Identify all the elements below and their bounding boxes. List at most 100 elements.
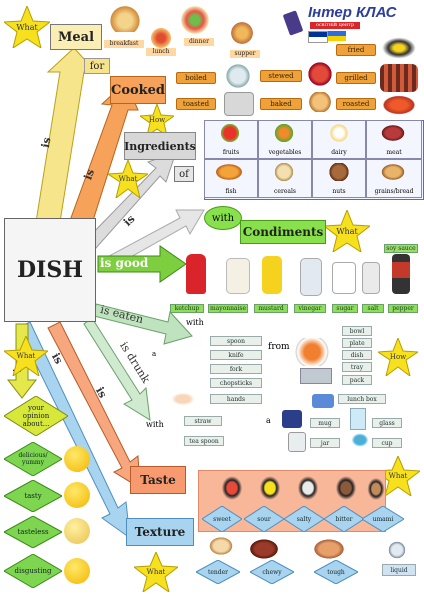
drunk-a-label: a bbox=[266, 416, 271, 425]
brand-sub: освітній центр bbox=[310, 22, 360, 29]
opinion-tasteless: tasteless bbox=[4, 516, 62, 548]
fish-image bbox=[214, 163, 244, 181]
condiment-soy-sauce: soy sauce bbox=[384, 244, 418, 253]
vessel-pack: pack bbox=[342, 375, 372, 385]
supper-image bbox=[228, 22, 256, 44]
is-good-label: is good bbox=[100, 256, 149, 270]
taste-sour: sour bbox=[244, 506, 284, 532]
ingredients-prep: of bbox=[174, 166, 194, 182]
liquid-image bbox=[388, 540, 406, 560]
plate-image bbox=[290, 338, 334, 366]
ingredient-fish: fish bbox=[204, 159, 258, 198]
eaten-from-label: from bbox=[268, 342, 290, 352]
cooked-box: Cooked bbox=[110, 76, 166, 104]
ketchup-image bbox=[186, 254, 206, 294]
what-star-texture: What bbox=[134, 552, 178, 592]
vessel-bowl: bowl bbox=[342, 326, 372, 336]
eat-tool-spoon: spoon bbox=[210, 336, 262, 346]
pan-image bbox=[380, 36, 418, 60]
taste-arrow bbox=[47, 321, 141, 489]
taste-umami: umami bbox=[362, 506, 404, 532]
roast-image bbox=[380, 94, 418, 116]
how-star: How bbox=[140, 104, 174, 136]
eat-tool-fork: fork bbox=[210, 364, 262, 374]
how-star-eaten: How bbox=[378, 338, 418, 376]
ingredient-meat: meat bbox=[366, 120, 422, 159]
meal-item-dinner: dinner bbox=[184, 38, 214, 46]
eaten-arrow bbox=[93, 303, 193, 345]
flag-ua-icon bbox=[328, 31, 346, 41]
hands-image bbox=[170, 392, 196, 406]
drink-tool-tea-spoon: tea spoon bbox=[184, 436, 224, 446]
vessel-plate: plate bbox=[342, 338, 372, 348]
nuts-image bbox=[326, 163, 352, 181]
method-fried: fried bbox=[336, 44, 376, 56]
drunk-arrow bbox=[83, 317, 151, 421]
method-grilled: grilled bbox=[336, 72, 376, 84]
eat-tool-hands: hands bbox=[210, 394, 262, 404]
ingredients-box: Ingredients bbox=[124, 132, 196, 160]
method-stewed: stewed bbox=[260, 70, 302, 82]
tough-image bbox=[312, 538, 346, 560]
what-star-opinion: What bbox=[4, 336, 48, 376]
smiley-happy-icon bbox=[64, 446, 90, 472]
ingredient-dairy: dairy bbox=[312, 120, 366, 159]
glass-image bbox=[350, 408, 366, 430]
texture-liquid: liquid bbox=[382, 564, 416, 576]
method-toasted: toasted bbox=[176, 98, 216, 110]
sugar-image bbox=[332, 262, 356, 294]
baked-image bbox=[306, 92, 334, 112]
condiment-ketchup: ketchup bbox=[170, 304, 204, 313]
condiment-vinegar: vinegar bbox=[294, 304, 326, 313]
texture-chewy: chewy bbox=[250, 560, 294, 584]
dish-label: DISH bbox=[16, 257, 84, 283]
texture-tough: tough bbox=[314, 560, 358, 584]
fruits-image bbox=[218, 124, 242, 142]
brand-logo: Інтер КЛАС освітній центр bbox=[282, 4, 420, 43]
what-star-meal: What bbox=[4, 6, 50, 48]
drink-vessel-jar: jar bbox=[310, 438, 340, 448]
condiment-mayonnaise: mayonnaise bbox=[208, 304, 248, 313]
ingredient-grains: grains/bread bbox=[366, 159, 422, 198]
lunch-image bbox=[148, 28, 174, 48]
mustard-image bbox=[262, 256, 282, 294]
soy-sauce-image bbox=[392, 254, 410, 294]
ingredient-nuts: nuts bbox=[312, 159, 366, 198]
dairy-image bbox=[328, 124, 350, 142]
is-label-meal: is bbox=[38, 136, 54, 149]
condiment-salt: salt bbox=[362, 304, 384, 313]
pot-image bbox=[224, 64, 252, 88]
stew-image bbox=[306, 62, 334, 86]
bread-image bbox=[380, 163, 406, 181]
dish-box: DISH bbox=[4, 218, 96, 322]
meal-label: Meal bbox=[57, 29, 95, 45]
breakfast-image bbox=[108, 4, 142, 32]
condiment-pepper: pepper bbox=[388, 304, 418, 313]
taste-salty: salty bbox=[284, 506, 324, 532]
grill-image bbox=[380, 64, 418, 92]
eaten-a-label: a bbox=[152, 350, 157, 358]
drink-vessel-glass: glass bbox=[372, 418, 402, 428]
dinner-image bbox=[178, 6, 212, 34]
vinegar-image bbox=[300, 258, 322, 296]
eaten-with-label: with bbox=[186, 318, 204, 327]
ingredient-fruits: fruits bbox=[204, 120, 258, 159]
condiments-box: Condiments bbox=[240, 220, 326, 244]
good-arrow bbox=[97, 245, 187, 283]
meat-image bbox=[380, 124, 406, 142]
sweet-image bbox=[220, 474, 244, 502]
cereals-image bbox=[272, 163, 296, 181]
taste-sweet: sweet bbox=[202, 506, 242, 532]
salt-image bbox=[362, 262, 380, 294]
flag-uk-icon bbox=[308, 31, 328, 43]
smiley-tasty-icon bbox=[64, 482, 90, 508]
opinion-tasty: tasty bbox=[4, 480, 62, 512]
mug-image bbox=[282, 410, 302, 428]
tender-image bbox=[208, 536, 234, 556]
vessel-dish: dish bbox=[342, 350, 372, 360]
drunk-with-label: with bbox=[146, 420, 164, 429]
smiley-neutral-icon bbox=[64, 518, 90, 544]
drink-tool-straw: straw bbox=[184, 416, 222, 426]
meal-box: Meal bbox=[50, 24, 102, 50]
